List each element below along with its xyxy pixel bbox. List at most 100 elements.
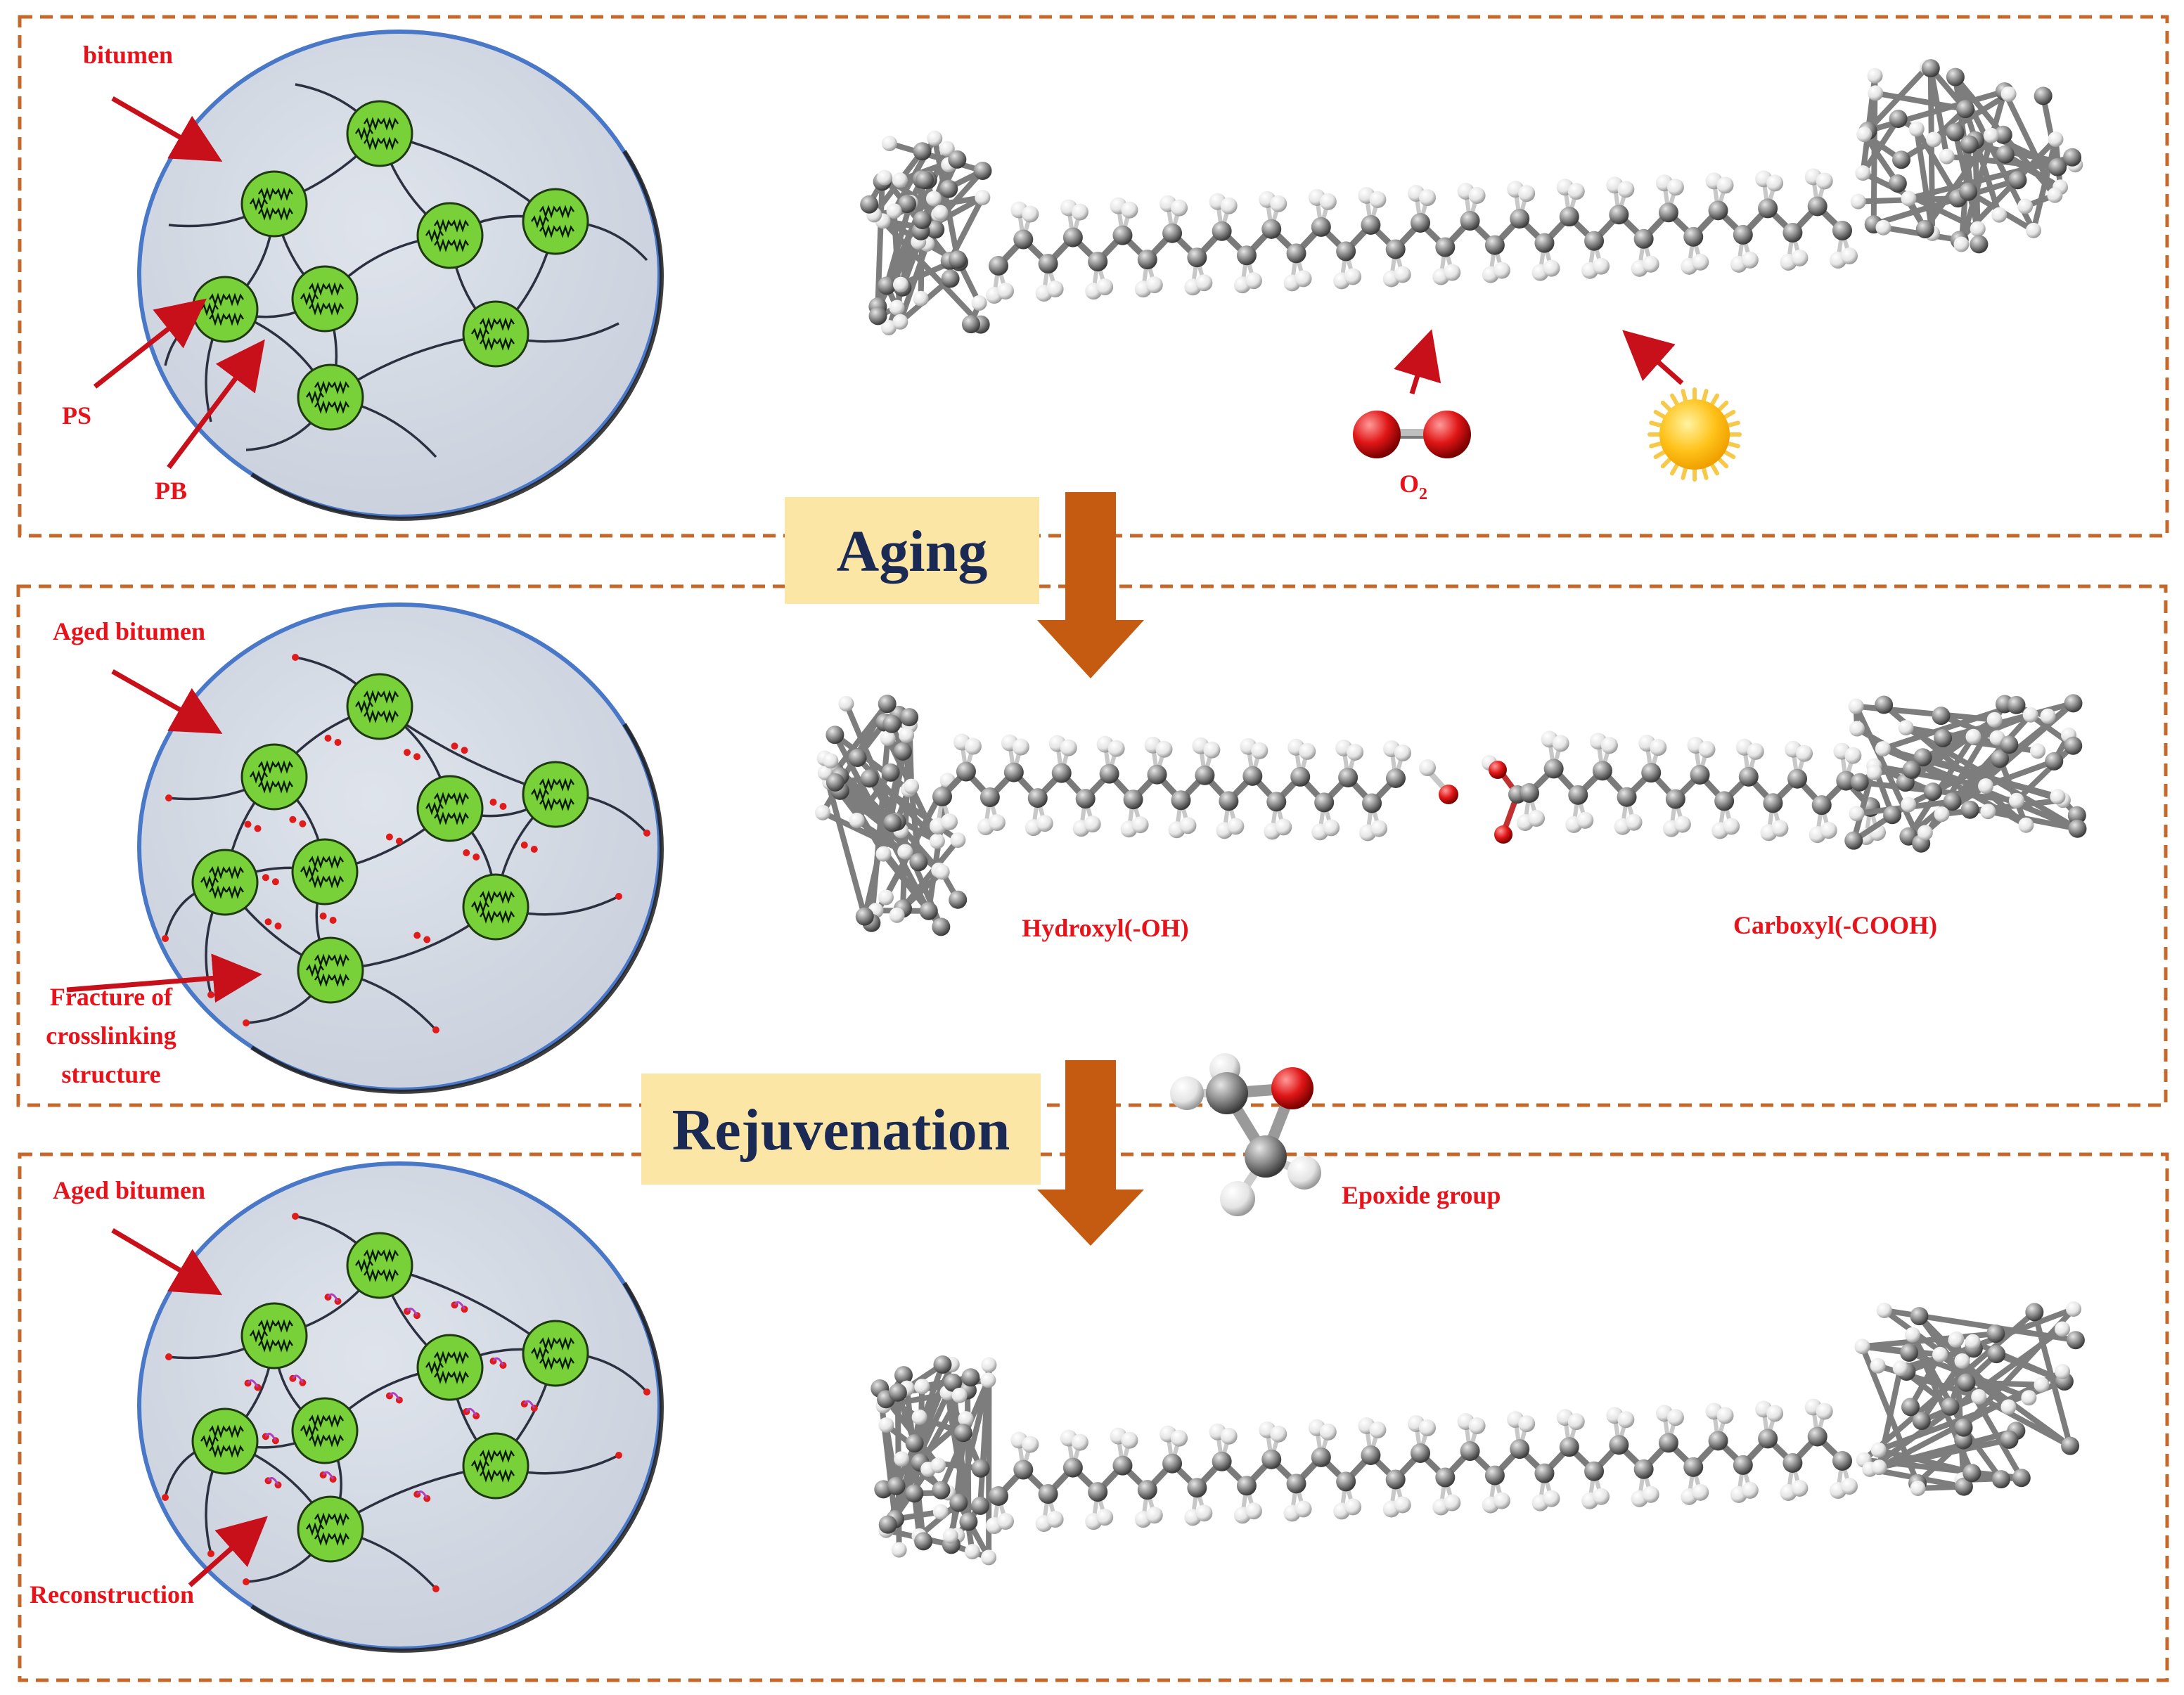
bubble-original-body — [137, 30, 662, 519]
rejuvenation-stage-label: Rejuvenation — [672, 1097, 1010, 1163]
zigzag — [209, 1424, 227, 1438]
sun-ray — [1653, 410, 1666, 419]
carbon-atom — [1807, 1426, 1828, 1447]
hydrogen-atom — [1965, 728, 1981, 745]
carbon-atom — [1484, 1465, 1505, 1485]
carbon-atom — [1062, 1457, 1083, 1478]
break-point — [271, 878, 279, 886]
zigzag — [209, 292, 227, 307]
hydrogen-atom — [1970, 221, 1986, 237]
molecule2b-chain-atoms — [1517, 730, 1886, 845]
carbon-atom — [1592, 761, 1612, 781]
hydrogen-atom — [1227, 818, 1245, 835]
zigzag — [451, 1370, 469, 1384]
zigzag — [250, 197, 268, 211]
hydrogen-atom — [1692, 1483, 1709, 1501]
carbon-atom — [1946, 67, 1965, 86]
carbon-atom — [1062, 227, 1083, 247]
carbon-atom — [1088, 252, 1108, 272]
bubble-rejuvenated-domains — [191, 1232, 589, 1563]
carbon-atom — [2048, 157, 2067, 176]
ps-domain — [462, 300, 529, 368]
hydrogen-atom — [1876, 1302, 1892, 1318]
hydrogen-atom — [1986, 711, 2003, 728]
carbon-atom — [1934, 728, 1953, 747]
zigzag — [226, 312, 244, 326]
zigzag — [434, 1351, 452, 1365]
carbon-atom — [1137, 250, 1157, 270]
carbon-atom — [1901, 1398, 1920, 1417]
break-point — [530, 846, 538, 853]
sun-ray — [1660, 457, 1672, 469]
hydrogen-atom — [929, 833, 945, 849]
ps-domain-body — [297, 1495, 364, 1563]
molecule3-left-rings — [871, 1355, 997, 1566]
carbon-atom — [1993, 125, 2012, 144]
zigzag — [306, 390, 324, 404]
hydrogen-atom — [1347, 743, 1364, 761]
break-point — [499, 803, 507, 810]
carbon-atom — [848, 748, 867, 767]
ps-domain — [346, 100, 413, 167]
ps-domain-body — [462, 300, 529, 368]
carbon-atom — [909, 853, 928, 872]
hydrogen-atom — [1299, 742, 1316, 760]
hydrogen-atom — [1867, 67, 1883, 84]
carbon-atom — [1996, 145, 2015, 164]
carbon-atom — [1932, 707, 1951, 726]
break-point — [324, 735, 332, 742]
reconnected-bond — [264, 1432, 277, 1441]
hydrogen-atom — [2047, 187, 2063, 203]
carbon-atom — [826, 726, 844, 745]
hydrogen-atom — [1904, 1327, 1920, 1343]
carbon-atom — [2045, 752, 2064, 771]
carbon-atom — [1534, 233, 1555, 253]
hydrogen-atom — [932, 205, 949, 221]
sun-ray — [1681, 389, 1688, 403]
carbon-atom — [905, 1434, 924, 1453]
carbon-atom — [882, 714, 901, 733]
zigzag — [355, 1258, 373, 1272]
carbon-atom — [1112, 1455, 1133, 1476]
carbon-atom — [1883, 806, 1902, 825]
reconnected-bond — [388, 1392, 401, 1401]
carbon-atom — [1641, 763, 1662, 783]
ring-bond — [1875, 90, 1966, 112]
hydrogen-atom — [880, 730, 896, 747]
reconstruction-label: Reconstruction — [30, 1580, 194, 1609]
hydrogen-atom — [1121, 201, 1138, 219]
carbon-atom — [1902, 760, 1921, 779]
hydrogen-atom — [1096, 278, 1114, 296]
zigzag — [556, 1336, 574, 1351]
carbon-atom — [878, 276, 897, 295]
carbon-atom — [1991, 749, 2010, 768]
zigzag — [209, 865, 227, 879]
carbon-atom — [1889, 110, 1908, 129]
hydrogen-atom — [997, 1513, 1014, 1530]
carbon-atom — [1484, 235, 1505, 255]
ps-domain — [522, 761, 589, 828]
hydrogen-atom — [1796, 745, 1813, 762]
carbon-atom — [1137, 1480, 1157, 1500]
aged-bitumen-label-2: Aged bitumen — [53, 617, 205, 645]
zigzag — [250, 1329, 268, 1343]
hydrogen-atom — [934, 864, 950, 880]
hydrogen-atom — [886, 203, 902, 219]
break-point — [423, 936, 431, 943]
zigzag — [556, 778, 574, 792]
reconstruction-pointer — [188, 1516, 268, 1587]
carbon-atom — [2000, 1430, 2019, 1449]
break-point — [451, 742, 458, 750]
zigzag — [326, 875, 344, 889]
hydrogen-atom — [1576, 811, 1594, 829]
carbon-atom — [961, 315, 980, 334]
chain-end — [292, 1213, 299, 1220]
ps-domain-body — [291, 265, 359, 333]
hydrogen-atom — [1917, 825, 1933, 841]
carbon-atom — [1123, 790, 1143, 810]
chain-end — [243, 1578, 250, 1585]
hydrogen-atom — [1741, 251, 1759, 269]
hydrogen-atom — [1419, 189, 1436, 206]
zigzag — [275, 780, 293, 794]
hydrogen-atom — [988, 814, 1006, 832]
